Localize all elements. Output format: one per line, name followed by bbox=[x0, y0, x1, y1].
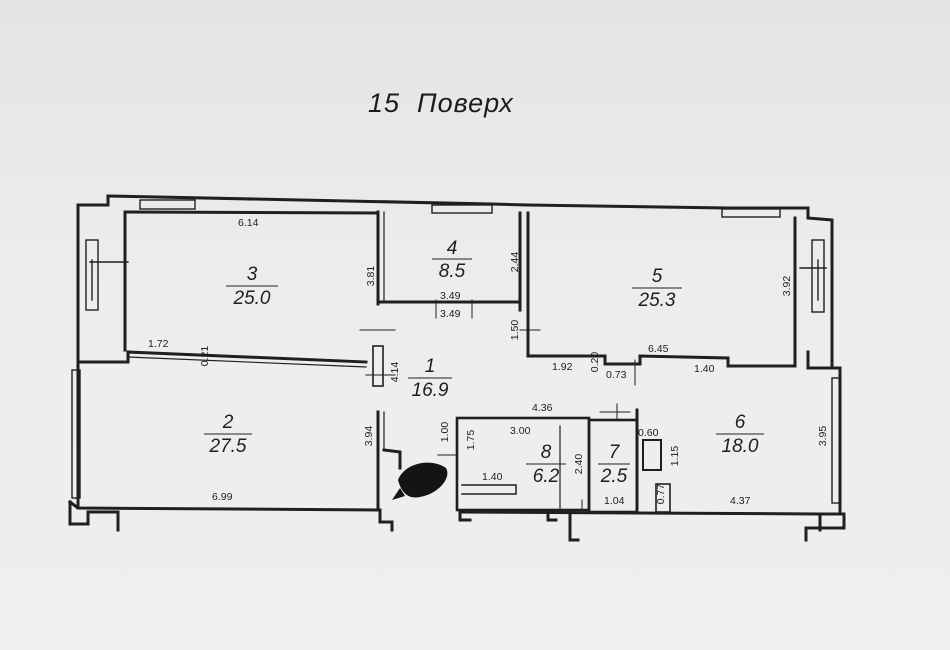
dimension-label: 1.92 bbox=[552, 361, 573, 373]
room-4-number: 4 bbox=[447, 238, 458, 259]
dimension-label: 0.20 bbox=[589, 352, 601, 373]
dimension-label: 3.49 bbox=[440, 290, 461, 302]
dimension-label: 4.36 bbox=[532, 402, 553, 414]
dimension-label: 0.73 bbox=[606, 369, 627, 381]
dimension-label: 3.00 bbox=[510, 425, 531, 437]
room-6-area: 18.0 bbox=[722, 436, 759, 457]
dimension-label: 1.15 bbox=[669, 446, 681, 467]
room-8-area: 6.2 bbox=[533, 466, 560, 487]
room-1-area: 16.9 bbox=[412, 380, 449, 401]
dimension-label: 1.40 bbox=[482, 471, 503, 483]
outer-walls bbox=[67, 194, 846, 542]
dimension-label: 4.37 bbox=[730, 495, 751, 507]
room-5-number: 5 bbox=[652, 266, 663, 287]
room-1-number: 1 bbox=[425, 356, 436, 377]
room-7-area: 2.5 bbox=[600, 466, 628, 487]
room-6-number: 6 bbox=[735, 412, 746, 433]
dimension-label: 1.72 bbox=[148, 338, 169, 350]
room-8-number: 8 bbox=[541, 442, 552, 463]
dimension-label: 6.14 bbox=[238, 217, 259, 229]
dimension-label: 0.77 bbox=[655, 484, 667, 505]
dimension-label: 1.40 bbox=[694, 363, 715, 375]
interior-walls bbox=[126, 210, 797, 514]
room-5-area: 25.3 bbox=[638, 290, 676, 311]
dimension-labels: 6.14 3.81 1.72 0.21 2.44 3.49 3.49 3.92 … bbox=[148, 217, 829, 507]
ink-blot bbox=[398, 462, 448, 498]
room-2-area: 27.5 bbox=[209, 436, 247, 457]
dimension-label: 3.94 bbox=[363, 426, 375, 447]
room-4-area: 8.5 bbox=[439, 261, 466, 282]
dimension-label: 3.81 bbox=[365, 266, 377, 287]
room-3-number: 3 bbox=[247, 264, 258, 285]
dimension-label: 2.40 bbox=[573, 454, 585, 475]
room-labels: 3 25.0 4 8.5 5 25.3 1 16.9 2 27.5 6 18.0… bbox=[204, 238, 764, 487]
floor-title: 15 Поверх bbox=[368, 88, 514, 118]
dimension-label: 1.04 bbox=[604, 495, 625, 507]
dimension-label: 1.75 bbox=[465, 430, 477, 451]
dimension-label: 1.50 bbox=[509, 320, 521, 341]
windows bbox=[71, 199, 841, 504]
dimension-label: 3.49 bbox=[440, 308, 461, 320]
room-3-area: 25.0 bbox=[233, 288, 271, 309]
dimension-label: 0.21 bbox=[199, 346, 211, 367]
dimension-label: 1.00 bbox=[439, 422, 451, 443]
doors bbox=[359, 299, 636, 513]
room-7-number: 7 bbox=[609, 442, 621, 463]
dimension-label: 0.60 bbox=[638, 427, 659, 439]
dimension-label: 3.95 bbox=[817, 426, 829, 447]
dimension-label: 2.44 bbox=[509, 252, 521, 273]
dimension-label: 4.14 bbox=[389, 362, 401, 383]
dimension-label: 6.45 bbox=[648, 343, 669, 355]
dimension-label: 6.99 bbox=[212, 491, 233, 503]
dimension-label: 3.92 bbox=[781, 276, 793, 297]
room-2-number: 2 bbox=[222, 412, 234, 433]
